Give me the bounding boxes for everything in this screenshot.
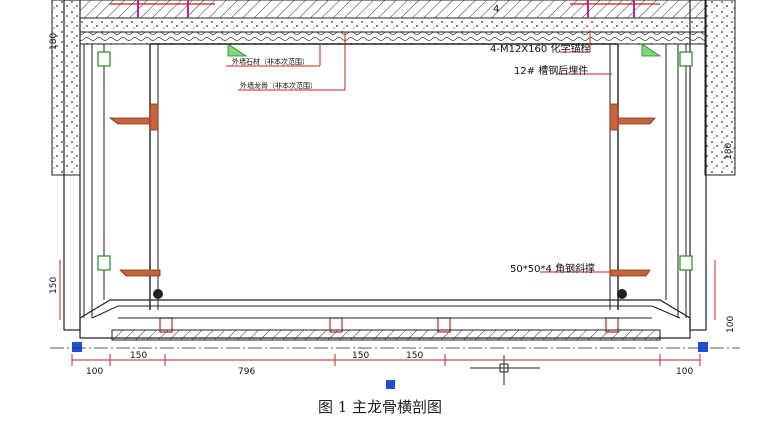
cross-section-drawing: 4 (49, 0, 740, 389)
dim-side-left: 180 (49, 33, 59, 50)
bracket-right-upper (609, 103, 656, 131)
bracket-left-upper (108, 103, 159, 131)
leader-lines (226, 30, 612, 273)
top-slab: 4 (79, 0, 706, 45)
left-wall (51, 0, 159, 331)
dim-right-vertical: 100 (726, 316, 736, 333)
note-angle-steel: 50*50*4 角钢斜撑 (510, 262, 595, 275)
top-label: 4 (493, 4, 499, 15)
dim-bottom-150-b: 150 (352, 351, 369, 361)
dim-side-right: 180 (724, 143, 734, 160)
dim-bottom-150-c: 150 (406, 351, 423, 361)
bracket-left-lower (119, 269, 163, 299)
note-embedded-part: 12# 槽钢后埋件 (514, 64, 588, 77)
embed-plates (97, 43, 693, 333)
bracket-right-lower (609, 269, 651, 299)
bottom-frame (72, 299, 708, 389)
dim-left-vertical: 150 (49, 277, 59, 294)
dim-bottom-left-100: 100 (86, 367, 103, 377)
note-anchor-bolt: 4-M12X160 化学锚栓 (490, 42, 590, 55)
dim-bottom-150-a: 150 (130, 351, 147, 361)
dimension-lines (50, 260, 740, 366)
note-outer-stone: 外墙石材（非本次范围） (232, 57, 309, 66)
dim-bottom-796: 796 (238, 367, 255, 377)
note-outer-keel: 外墙龙骨（非本次范围） (240, 81, 317, 90)
right-wall (609, 0, 736, 331)
dim-bottom-right-100: 100 (676, 367, 693, 377)
figure-caption: 图 1 主龙骨横剖图 (317, 398, 443, 416)
top-anchors (110, 0, 660, 18)
